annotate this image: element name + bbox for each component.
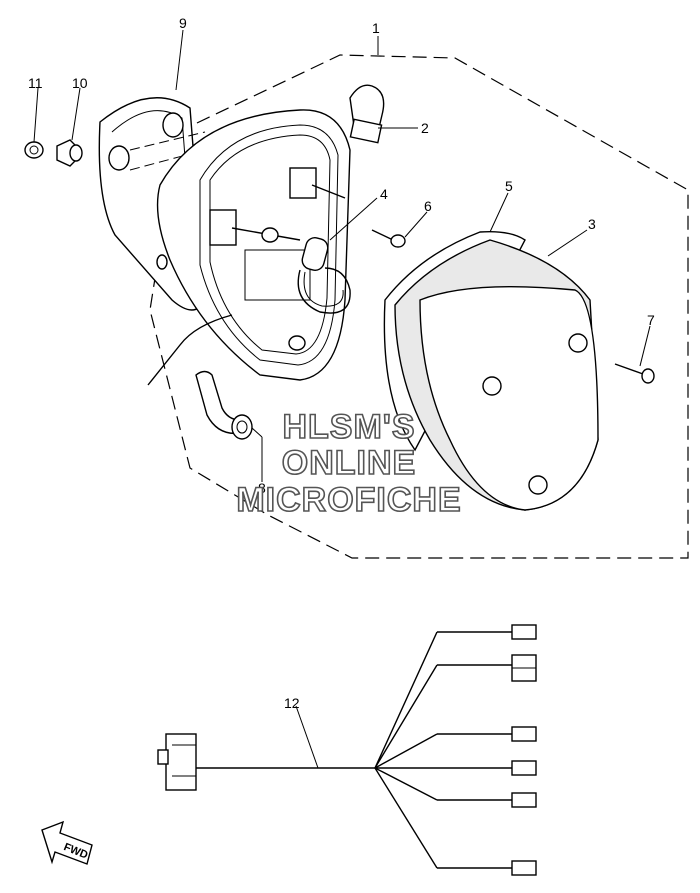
callout-5: 5 bbox=[505, 178, 513, 194]
callout-6: 6 bbox=[424, 198, 432, 214]
callout-10: 10 bbox=[72, 75, 88, 91]
bulb-part-2 bbox=[349, 84, 385, 144]
watermark: HLSM'S ONLINE MICROFICHE bbox=[236, 407, 462, 520]
callout-8: 8 bbox=[258, 480, 266, 496]
fwd-arrow-icon: FWD bbox=[41, 820, 93, 865]
screw-part-7 bbox=[614, 363, 655, 384]
callout-3: 3 bbox=[588, 216, 596, 232]
grommet-part-10 bbox=[56, 139, 83, 167]
watermark-line-3: MICROFICHE bbox=[236, 481, 461, 519]
socket-part-4 bbox=[297, 237, 351, 314]
watermark-line-2: ONLINE bbox=[282, 444, 416, 482]
assembly-boundary bbox=[149, 54, 689, 559]
screw-part-6 bbox=[371, 229, 406, 248]
callout-1: 1 bbox=[372, 20, 380, 36]
lamp-housing bbox=[156, 109, 351, 381]
callout-11: 11 bbox=[28, 75, 43, 91]
callout-numbers: 1 2 3 4 5 6 7 8 9 10 11 12 bbox=[28, 15, 655, 711]
callout-7: 7 bbox=[647, 312, 655, 328]
grommet-part-8 bbox=[195, 370, 253, 440]
tail-lens-part-3 bbox=[394, 239, 599, 511]
lead-wire bbox=[147, 314, 233, 386]
nut-part-11 bbox=[24, 141, 44, 159]
callout-4: 4 bbox=[380, 186, 388, 202]
wire-harness-part-12 bbox=[157, 624, 537, 876]
callout-12: 12 bbox=[284, 695, 300, 711]
callout-9: 9 bbox=[179, 15, 187, 31]
callout-2: 2 bbox=[421, 120, 429, 136]
leader-lines bbox=[33, 29, 651, 769]
watermark-line-1: HLSM'S bbox=[282, 408, 415, 446]
